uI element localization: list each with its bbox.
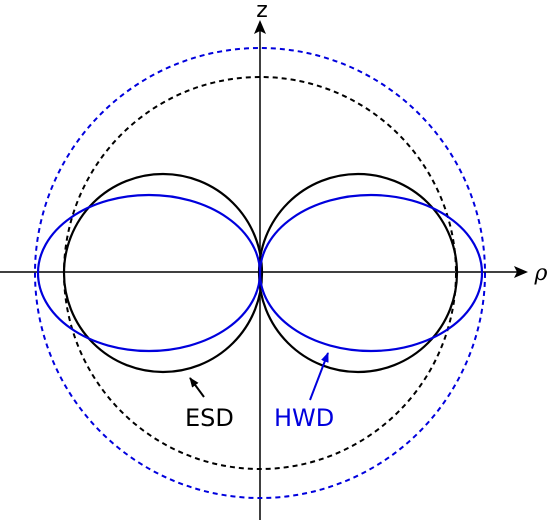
- hwd-right-lobe: [258, 193, 484, 353]
- esd-left-lobe: [62, 172, 264, 374]
- esd-legend-label: ESD: [185, 404, 234, 432]
- vertical-axis-arrowhead: [254, 20, 266, 34]
- z-axis-label: z: [256, 0, 268, 23]
- horizontal-axis-arrowhead: [514, 266, 528, 278]
- hwd-dashed-circle: [34, 47, 486, 499]
- esd-right-lobe: [257, 172, 459, 374]
- esd-pointer-arrow: [189, 377, 205, 398]
- hwd-left-lobe: [36, 193, 262, 353]
- hwd-pointer-arrow: [309, 352, 329, 401]
- rho-axis-label: ρ: [534, 261, 548, 286]
- hwd-legend-label: HWD: [274, 404, 334, 432]
